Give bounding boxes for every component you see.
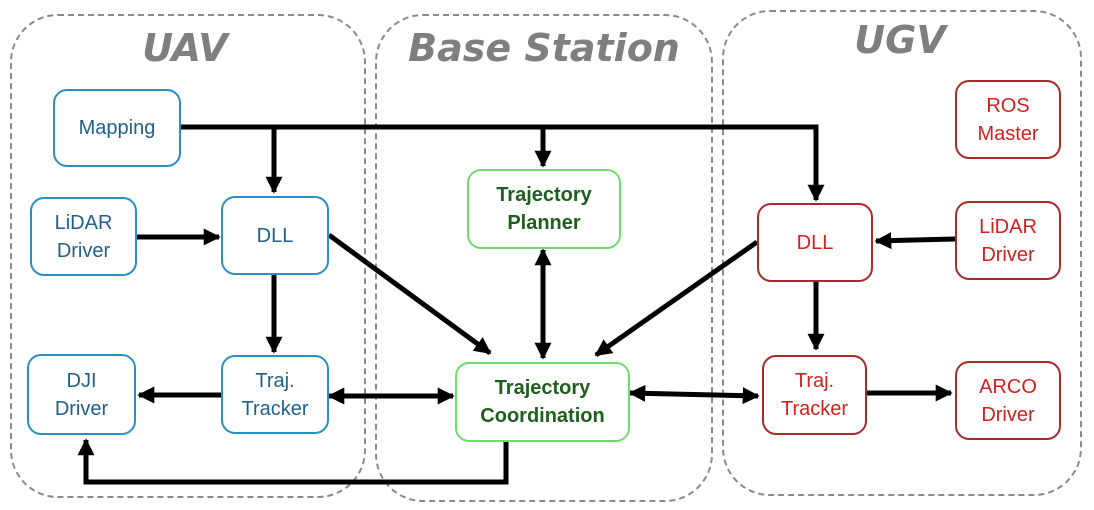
- ros-master-node: ROS Master: [955, 80, 1061, 159]
- trajectory-coordination-label: Trajectory Coordination: [480, 377, 605, 427]
- ugv-zone: [722, 10, 1082, 496]
- arrow-coordination-to-dji: [77, 438, 509, 485]
- uav-title: UAV: [142, 26, 228, 70]
- arrow-dll-ugv-to-coordination: [594, 239, 759, 358]
- ugv-dll-label: DLL: [796, 231, 834, 254]
- base-station-title: Base Station: [408, 26, 680, 70]
- uav-dll-node: DLL: [221, 196, 329, 275]
- uav-dll-label: DLL: [256, 224, 294, 247]
- dji-driver-node: DJI Driver: [27, 354, 136, 435]
- ros-master-label: ROS Master: [977, 94, 1039, 145]
- uav-zone: [10, 14, 366, 498]
- ugv-traj-tracker-node: Traj. Tracker: [762, 355, 867, 435]
- ugv-traj-tracker-label: Traj. Tracker: [780, 370, 849, 420]
- ugv-dll-node: DLL: [757, 203, 873, 282]
- uav-lidar-driver-node: LiDAR Driver: [30, 197, 137, 276]
- arrow-dll-uav-to-coordination: [327, 232, 492, 356]
- ugv-title: UGV: [854, 18, 946, 62]
- ugv-lidar-driver-label: LiDAR Driver: [979, 215, 1037, 266]
- arco-driver-label: ARCO Driver: [979, 375, 1037, 426]
- arrow-lidar-to-dll-ugv: [874, 232, 956, 250]
- uav-traj-tracker-node: Traj. Tracker: [221, 355, 329, 434]
- trajectory-planner-label: Trajectory Planner: [496, 184, 592, 234]
- mapping-label: Mapping: [78, 117, 156, 139]
- arrow-coordination-tracker-ugv: [628, 384, 760, 405]
- mapping-node: Mapping: [53, 89, 181, 167]
- uav-traj-tracker-label: Traj. Tracker: [241, 369, 309, 420]
- trajectory-coordination-node: Trajectory Coordination: [455, 362, 630, 442]
- uav-lidar-driver-label: LiDAR Driver: [54, 211, 113, 262]
- ugv-lidar-driver-node: LiDAR Driver: [955, 201, 1061, 280]
- base-station-zone: [375, 14, 713, 502]
- dji-driver-label: DJI Driver: [54, 369, 109, 420]
- arrow-mapping-to-ugv-dll: [180, 124, 825, 202]
- trajectory-planner-node: Trajectory Planner: [467, 169, 621, 249]
- arco-driver-node: ARCO Driver: [955, 361, 1061, 440]
